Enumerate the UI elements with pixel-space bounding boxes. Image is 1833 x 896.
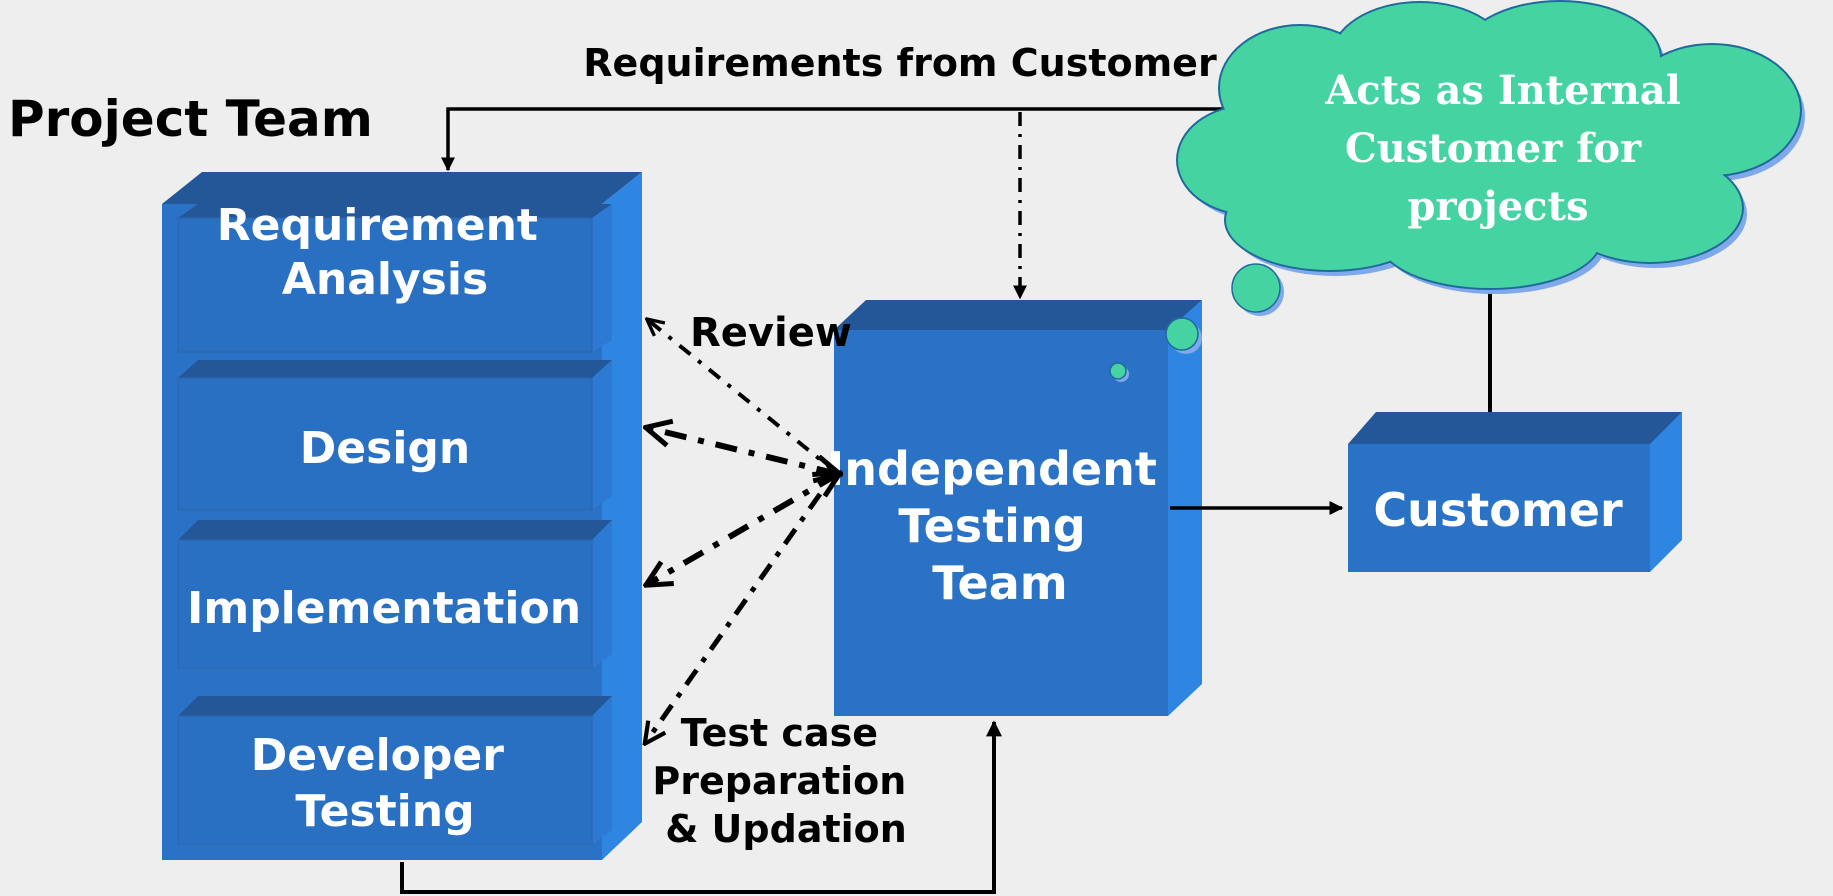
testing-team-label-line: Independent xyxy=(827,442,1157,496)
testing-box-front-face xyxy=(834,330,1168,716)
cloud-body xyxy=(1178,2,1800,288)
requirements-from-customer-label: Requirements from Customer xyxy=(583,41,1217,85)
review-label: Review xyxy=(690,310,852,356)
stage-label-line: Implementation xyxy=(187,583,581,634)
customer-box-top-face xyxy=(1348,412,1682,444)
svg-text:Developer Testing: Developer Testing xyxy=(251,730,520,837)
stage-label-line: Testing xyxy=(295,786,474,837)
review-arrow-implementation xyxy=(648,474,838,584)
testing-team-label-line: Team xyxy=(932,556,1067,610)
stage-design: Design xyxy=(177,360,612,511)
review-arrow-design xyxy=(648,428,838,474)
project-team-stack: Requirement Analysis Design Implementati… xyxy=(162,172,642,860)
customer-box-front-face xyxy=(1348,444,1650,572)
stack-side-face xyxy=(602,172,642,860)
customer-box-side-face xyxy=(1650,412,1682,572)
independent-testing-team-box: Independent Testing Team xyxy=(827,300,1202,716)
svg-text:Independent Testing: Independent Testing Team xyxy=(827,442,1173,610)
svg-text:Acts as Internal Custome: Acts as Internal Customer for projects xyxy=(1324,67,1695,230)
test-case-label-line: Test case xyxy=(681,711,878,755)
stage-label-line: Requirement xyxy=(217,200,538,251)
stage-requirement-analysis: Requirement Analysis xyxy=(177,200,612,353)
developer-testing-to-testing-team-arrow xyxy=(400,720,1002,894)
svg-text:Requirement Analysis: Requirement Analysis xyxy=(217,200,554,305)
page-title: Project Team xyxy=(8,90,373,148)
thought-bubble: Acts as Internal Customer for projects xyxy=(1176,0,1805,294)
customer-box: Customer xyxy=(1348,412,1682,572)
testing-team-label-line: Testing xyxy=(898,499,1085,553)
stage-developer-testing: Developer Testing xyxy=(177,696,612,845)
thought-bubble-line: Customer for xyxy=(1345,125,1642,172)
stage-implementation: Implementation xyxy=(177,520,612,669)
stage-label-line: Analysis xyxy=(282,254,488,305)
stage-label-line: Developer xyxy=(251,730,505,781)
testing-box-top-face xyxy=(834,300,1202,330)
review-arrows xyxy=(646,320,838,742)
test-case-label-line: Preparation xyxy=(652,759,906,803)
customer-label: Customer xyxy=(1373,483,1623,537)
thought-trail xyxy=(1109,263,1284,382)
stage-label-line: Design xyxy=(300,423,470,474)
stack-top-face xyxy=(162,172,642,204)
thought-bubble-line: Acts as Internal xyxy=(1324,67,1681,114)
test-case-label-line: & Updation xyxy=(665,807,907,851)
svg-text:Test case Preparation: Test case Preparation & Updation xyxy=(652,711,919,851)
review-arrow-developer-testing xyxy=(646,492,823,742)
requirements-connector xyxy=(441,107,1240,172)
thought-bubble-line: projects xyxy=(1408,183,1589,230)
